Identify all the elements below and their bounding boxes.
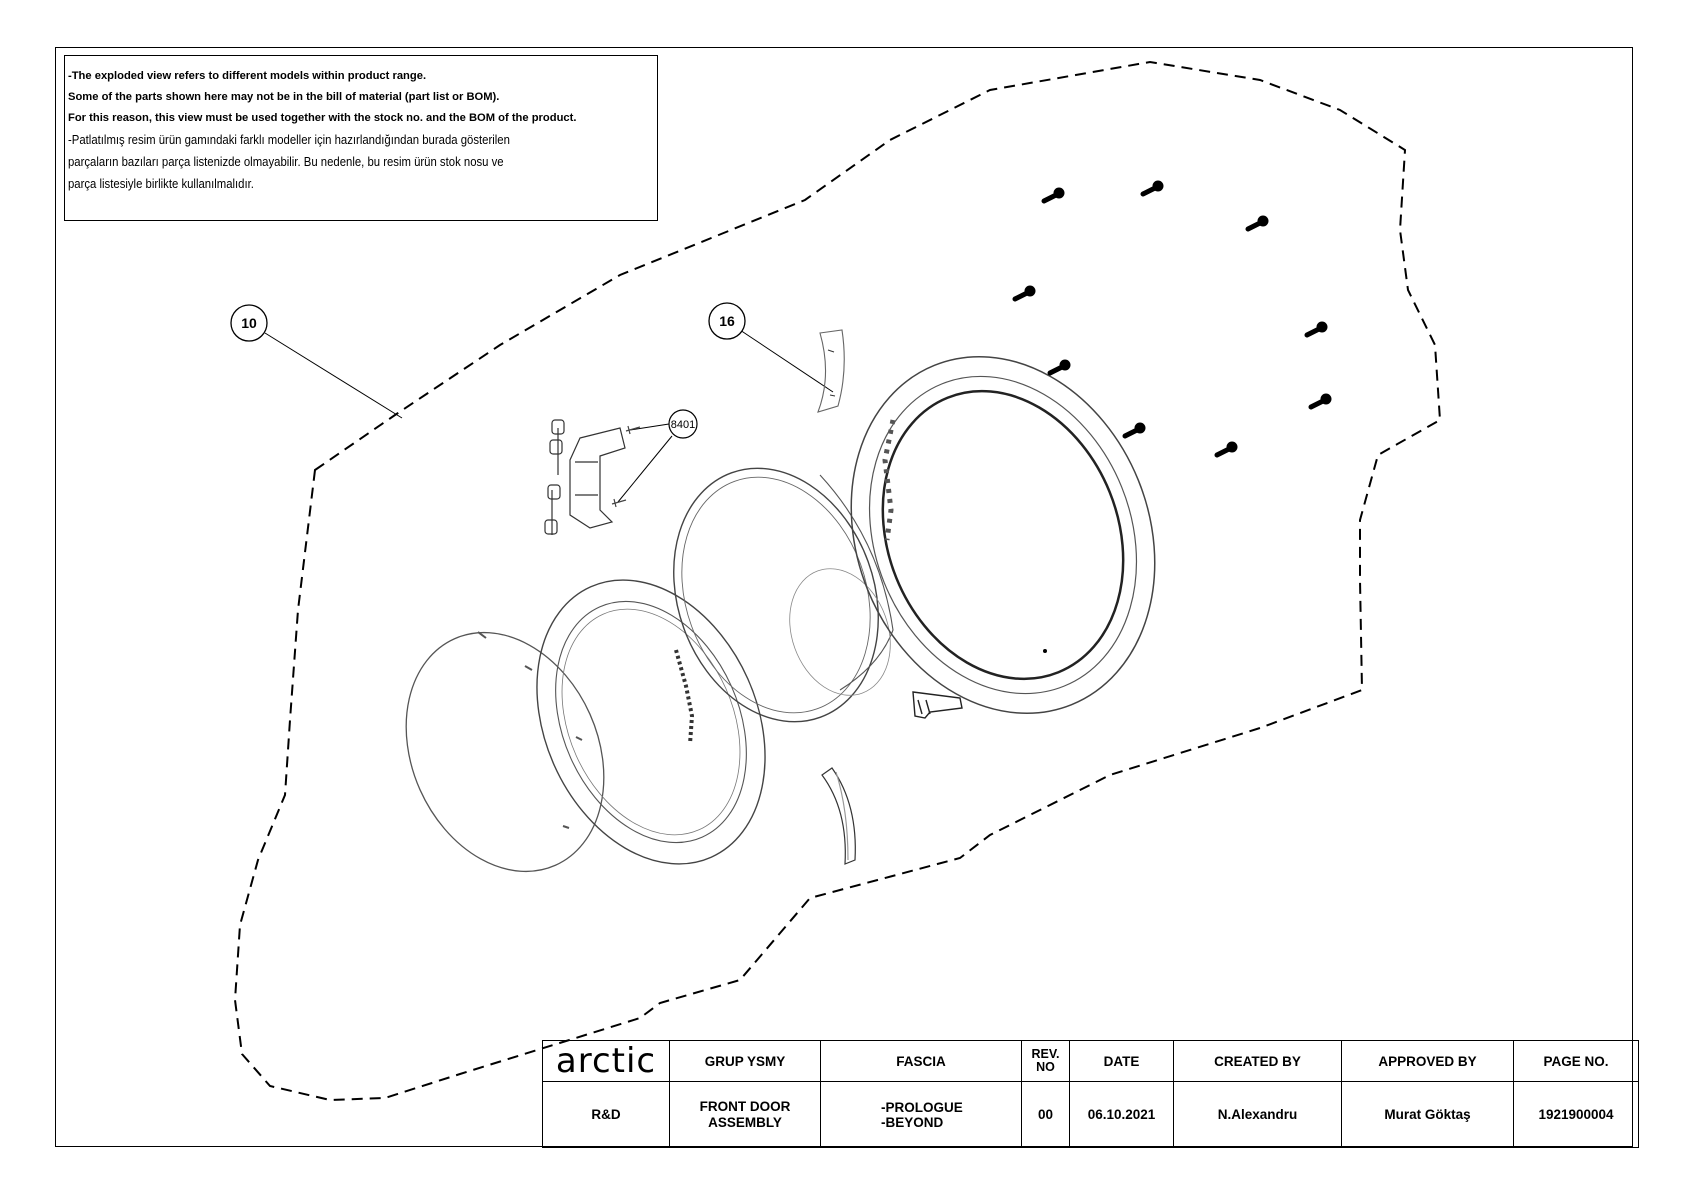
screw-2 — [1140, 180, 1164, 197]
rev-header: REV. NO — [1021, 1039, 1070, 1083]
hinge-cover-part — [817, 329, 845, 413]
date-value: 06.10.2021 — [1069, 1081, 1174, 1148]
approved-by-header: APPROVED BY — [1341, 1039, 1514, 1083]
company-logo: arctic — [542, 1039, 670, 1083]
screw-1 — [1041, 187, 1065, 204]
model-list: -PROLOGUE -BEYOND — [820, 1081, 1022, 1148]
hinge-screws — [611, 425, 641, 508]
page-no-value: 1921900004 — [1513, 1081, 1639, 1148]
notice-line-tr-1: -Patlatılmış resim ürün gamındaki farklı… — [68, 132, 510, 147]
model-line-2: -BEYOND — [881, 1114, 944, 1130]
door-latch-part — [912, 691, 963, 719]
drawing-title: FRONT DOOR ASSEMBLY — [669, 1081, 821, 1148]
screw-5 — [1304, 321, 1328, 338]
notice-line-tr-2: parçaların bazıları parça listenizde olm… — [68, 154, 504, 169]
date-header: DATE — [1069, 1039, 1174, 1083]
notice-line-en-2: Some of the parts shown here may not be … — [68, 91, 500, 103]
notice-line-en-3: For this reason, this view must be used … — [68, 112, 577, 124]
screw-7 — [1308, 393, 1332, 410]
hinge-part — [544, 419, 626, 535]
title-block: arctic GRUP YSMY FASCIA REV. NO DATE CRE… — [542, 1039, 1639, 1148]
notice-line-tr-3: parça listesiyle birlikte kullanılmalıdı… — [68, 176, 254, 191]
screw-9 — [1214, 441, 1238, 458]
module-header: FASCIA — [820, 1039, 1022, 1083]
callout-8401: 8401 — [617, 409, 698, 503]
screw-6 — [1047, 359, 1071, 376]
rev-value: 00 — [1021, 1081, 1070, 1148]
exploded-view-notice: -The exploded view refers to different m… — [64, 55, 658, 221]
created-by-value: N.Alexandru — [1173, 1081, 1342, 1148]
screw-8 — [1122, 422, 1146, 439]
callout-10-label: 10 — [241, 315, 257, 331]
screw-3 — [1245, 215, 1269, 232]
outer-door-frame-part — [536, 579, 766, 865]
approved-by-value: Murat Göktaş — [1341, 1081, 1514, 1148]
screw-4 — [1012, 285, 1036, 302]
callout-10: 10 — [230, 304, 403, 419]
drawing-title-line-1: FRONT DOOR — [699, 1098, 791, 1114]
drawing-title-line-2: ASSEMBLY — [708, 1114, 782, 1130]
door-handle-part — [821, 767, 856, 865]
door-glass-part — [405, 631, 605, 873]
department: R&D — [542, 1081, 670, 1148]
model-line-1: -PROLOGUE — [881, 1099, 963, 1115]
callout-8401-label: 8401 — [671, 419, 695, 431]
callout-16-label: 16 — [719, 313, 735, 329]
page-no-header: PAGE NO. — [1513, 1039, 1639, 1083]
created-by-header: CREATED BY — [1173, 1039, 1342, 1083]
inner-door-frame-part — [850, 355, 1156, 715]
group-header: GRUP YSMY — [669, 1039, 821, 1083]
notice-line-en-1: -The exploded view refers to different m… — [68, 70, 427, 82]
callout-16: 16 — [708, 302, 834, 393]
inner-glass-bowl-part — [673, 467, 894, 723]
assembly-boundary — [233, 60, 1442, 1102]
panel-screws — [1012, 180, 1332, 458]
